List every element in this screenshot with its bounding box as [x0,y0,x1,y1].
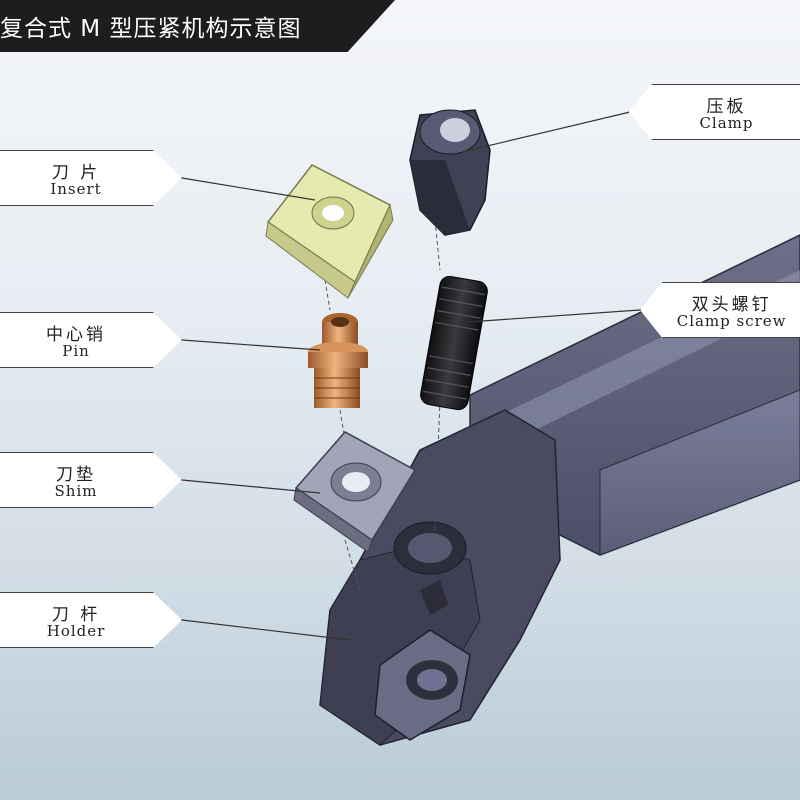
callout-holder-zh: 刀 杆 [51,605,101,625]
insert-part [265,164,394,299]
callout-holder-en: Holder [46,622,106,640]
callout-clamp: 压板 Clamp [628,84,800,140]
callout-shim-en: Shim [54,482,98,500]
callout-shim-zh: 刀垫 [56,465,97,485]
title-banner [0,0,395,52]
callout-clamp-zh: 压板 [706,97,747,117]
callout-pin: 中心销 Pin [0,312,182,368]
callout-insert-zh: 刀 片 [51,163,101,183]
callout-pin-zh: 中心销 [46,325,107,345]
callout-clamp-screw: 双头螺钉 Clamp screw [640,282,800,338]
callout-clamp-screw-en: Clamp screw [676,312,787,330]
callout-pin-en: Pin [62,342,90,360]
callout-shim: 刀垫 Shim [0,452,182,508]
diagram-title: 复合式 M 型压紧机构示意图 [0,16,302,42]
clamp-screw-part [420,275,488,411]
callout-insert: 刀 片 Insert [0,150,182,206]
assembly-guide-lines [324,219,441,591]
shim-part [293,431,417,553]
leader-lines [181,111,641,641]
callout-clamp-en: Clamp [699,114,754,132]
pin-part [308,313,368,408]
callout-clamp-screw-zh: 双头螺钉 [691,295,772,315]
callout-holder: 刀 杆 Holder [0,592,182,648]
clamp-part [409,109,491,236]
callout-insert-en: Insert [50,180,102,198]
